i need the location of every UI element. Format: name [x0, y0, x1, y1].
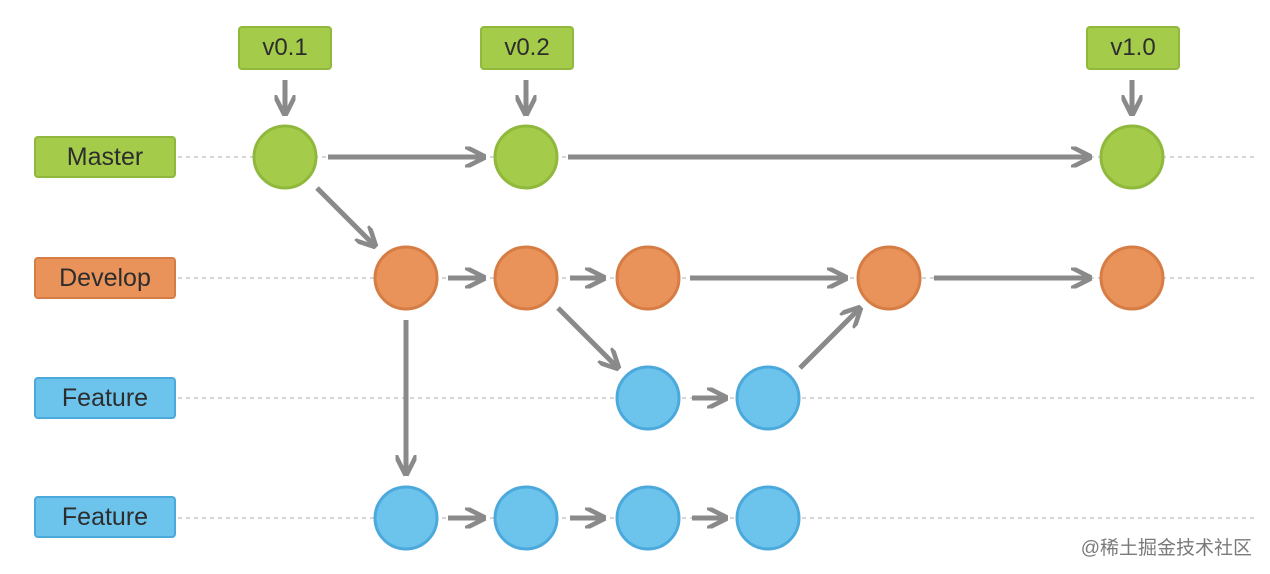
commit-node: [856, 245, 922, 311]
branch-label-develop: Develop: [34, 257, 176, 299]
commit-node: [615, 485, 681, 551]
commit-node: [1099, 245, 1165, 311]
commit-node: [615, 365, 681, 431]
watermark-text: @稀土掘金技术社区: [1080, 538, 1252, 559]
branch-label-master: Master: [34, 136, 176, 178]
arrow-master-to-develop: [315, 186, 375, 246]
tag-arrows: [285, 80, 1132, 114]
flow-arrows: [315, 157, 1090, 518]
arrow-develop-to-feature-1: [556, 306, 618, 368]
commit-node: [615, 245, 681, 311]
commit-node: [373, 485, 439, 551]
commit-node: [1099, 124, 1165, 190]
branch-label-feature-2: Feature: [34, 496, 176, 538]
branch-label-feature-1: Feature: [34, 377, 176, 419]
commit-node: [252, 124, 318, 190]
arrow-feature-1-to-develop: [798, 308, 860, 370]
feature-1-commits: [615, 365, 801, 431]
version-tag-v0-2: v0.2: [480, 26, 574, 70]
commit-node: [735, 365, 801, 431]
commit-node: [493, 245, 559, 311]
commit-node: [493, 124, 559, 190]
commit-node: [493, 485, 559, 551]
develop-commits: [373, 245, 1165, 311]
version-tag-v0-1: v0.1: [238, 26, 332, 70]
master-commits: [252, 124, 1165, 190]
commit-node: [373, 245, 439, 311]
commit-node: [735, 485, 801, 551]
feature-2-commits: [373, 485, 801, 551]
version-tag-v1-0: v1.0: [1086, 26, 1180, 70]
